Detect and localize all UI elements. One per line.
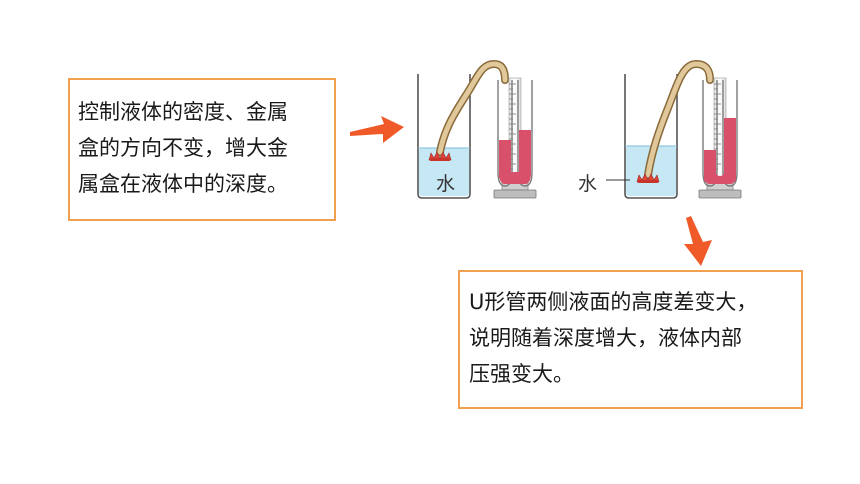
note-left-textbox: 控制液体的密度、金属 盒的方向不变，增大金 属盒在液体中的深度。: [68, 78, 336, 221]
u-tube-manometer-2: [698, 77, 742, 199]
water-label-1: 水: [436, 173, 455, 195]
note-right-textbox: U形管两侧液面的高度差变大， 说明随着深度增大，液体内部 压强变大。: [458, 270, 803, 409]
apparatus-deep: 水: [578, 59, 742, 199]
water-label-2: 水: [578, 173, 597, 195]
rubber-tube-1: [436, 59, 509, 156]
pressure-probe-2: [636, 173, 660, 183]
apparatus-shallow: 水: [417, 59, 537, 199]
note-right-line-1: U形管两侧液面的高度差变大，: [469, 290, 758, 314]
note-left-line-2: 盒的方向不变，增大金: [78, 136, 288, 160]
note-left-line-3: 属盒在液体中的深度。: [78, 172, 288, 196]
rubber-tube-2: [644, 59, 714, 179]
note-right-line-2: 说明随着深度增大，液体内部: [469, 326, 742, 350]
note-left-line-1: 控制液体的密度、金属: [78, 100, 288, 124]
note-right-line-3: 压强变大。: [469, 362, 574, 386]
u-tube-manometer-1: [493, 77, 537, 199]
pressure-probe-1: [428, 151, 452, 161]
arrow-right-icon: [350, 116, 404, 143]
arrow-down-icon: [684, 216, 712, 266]
